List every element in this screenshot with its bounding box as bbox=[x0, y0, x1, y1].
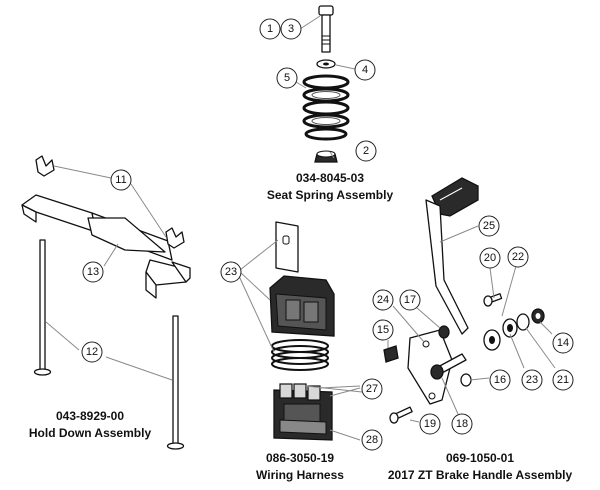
wing-nut-left bbox=[35, 155, 55, 177]
svg-text:15: 15 bbox=[377, 324, 389, 336]
svg-text:23: 23 bbox=[526, 374, 538, 386]
pivot-bolt bbox=[483, 293, 503, 307]
harness-connector bbox=[273, 383, 333, 441]
svg-text:11: 11 bbox=[115, 174, 126, 186]
hold-down-rod-right bbox=[166, 315, 185, 450]
callout-14: 14 bbox=[552, 332, 574, 354]
svg-text:5: 5 bbox=[284, 72, 290, 84]
part-number: 069-1050-01 bbox=[445, 451, 515, 465]
callout-25: 25 bbox=[478, 215, 500, 237]
svg-text:21: 21 bbox=[557, 374, 569, 386]
wing-nut-right bbox=[165, 227, 185, 249]
caption-wiring-harness: 086-3050-19 Wiring Harness bbox=[230, 450, 370, 484]
callout-24: 24 bbox=[372, 289, 394, 311]
washer-16 bbox=[460, 373, 472, 387]
harness-bracket bbox=[275, 221, 299, 273]
svg-text:17: 17 bbox=[404, 294, 416, 306]
svg-text:12: 12 bbox=[86, 346, 98, 358]
callout-17: 17 bbox=[399, 289, 421, 311]
svg-text:27: 27 bbox=[366, 383, 378, 395]
svg-text:4: 4 bbox=[362, 64, 368, 76]
callout-23-brake: 23 bbox=[521, 369, 543, 391]
assembly-name: Seat Spring Assembly bbox=[266, 188, 394, 202]
callout-19: 19 bbox=[419, 413, 441, 435]
hold-down-rod-left bbox=[33, 239, 52, 376]
screw-19 bbox=[389, 406, 413, 424]
callout-28: 28 bbox=[361, 429, 383, 451]
handle-arm bbox=[425, 199, 469, 335]
callout-27: 27 bbox=[361, 378, 383, 400]
svg-text:16: 16 bbox=[494, 374, 506, 386]
svg-text:1: 1 bbox=[267, 23, 273, 35]
brake-handle-drawing bbox=[383, 177, 556, 424]
caption-hold-down: 043-8929-00 Hold Down Assembly bbox=[20, 408, 160, 442]
callout-12: 12 bbox=[81, 341, 103, 363]
assembly-name: 2017 ZT Brake Handle Assembly bbox=[387, 468, 573, 482]
assembly-name: Hold Down Assembly bbox=[28, 426, 152, 440]
part-number: 043-8929-00 bbox=[55, 409, 125, 423]
seat-switch bbox=[269, 275, 335, 337]
caption-seat-spring: 034-8045-03 Seat Spring Assembly bbox=[250, 170, 410, 204]
svg-text:22: 22 bbox=[512, 251, 524, 263]
callout-20: 20 bbox=[479, 247, 501, 269]
brake-pin bbox=[430, 353, 467, 380]
svg-text:18: 18 bbox=[456, 418, 468, 430]
callout-21: 21 bbox=[552, 369, 574, 391]
svg-text:28: 28 bbox=[366, 434, 378, 446]
svg-text:20: 20 bbox=[484, 252, 496, 264]
svg-text:19: 19 bbox=[424, 418, 436, 430]
svg-text:2: 2 bbox=[363, 145, 369, 157]
spring-part bbox=[302, 74, 350, 141]
callout-2: 2 bbox=[355, 140, 377, 162]
svg-text:13: 13 bbox=[87, 266, 99, 278]
callout-18: 18 bbox=[451, 413, 473, 435]
assembly-name: Wiring Harness bbox=[256, 468, 344, 482]
callout-16: 16 bbox=[489, 369, 511, 391]
svg-text:23: 23 bbox=[225, 266, 237, 278]
callout-4: 4 bbox=[354, 59, 376, 81]
hold-down-drawing bbox=[21, 155, 191, 450]
callout-13: 13 bbox=[82, 261, 104, 283]
callout-11: 11 bbox=[110, 169, 132, 191]
wiring-harness-drawing bbox=[238, 221, 363, 441]
caption-brake-handle: 069-1050-01 2017 ZT Brake Handle Assembl… bbox=[380, 450, 580, 484]
part-number: 034-8045-03 bbox=[295, 171, 365, 185]
seat-spring-drawing bbox=[295, 5, 356, 163]
rubber-boot bbox=[271, 339, 329, 371]
bolt-part bbox=[318, 5, 334, 53]
callout-23-harness: 23 bbox=[220, 261, 242, 283]
callout-15: 15 bbox=[372, 319, 394, 341]
nut-17 bbox=[438, 325, 450, 339]
callout-3: 3 bbox=[280, 18, 302, 40]
svg-text:24: 24 bbox=[377, 294, 389, 306]
svg-text:25: 25 bbox=[483, 220, 495, 232]
callout-22: 22 bbox=[507, 246, 529, 268]
svg-text:3: 3 bbox=[288, 23, 294, 35]
callout-5: 5 bbox=[276, 67, 298, 89]
nut-15 bbox=[383, 345, 399, 363]
nut-part bbox=[314, 150, 338, 163]
callout-1: 1 bbox=[259, 18, 281, 40]
pivot-bushing bbox=[483, 308, 545, 351]
part-number: 086-3050-19 bbox=[265, 451, 335, 465]
svg-text:14: 14 bbox=[557, 337, 569, 349]
